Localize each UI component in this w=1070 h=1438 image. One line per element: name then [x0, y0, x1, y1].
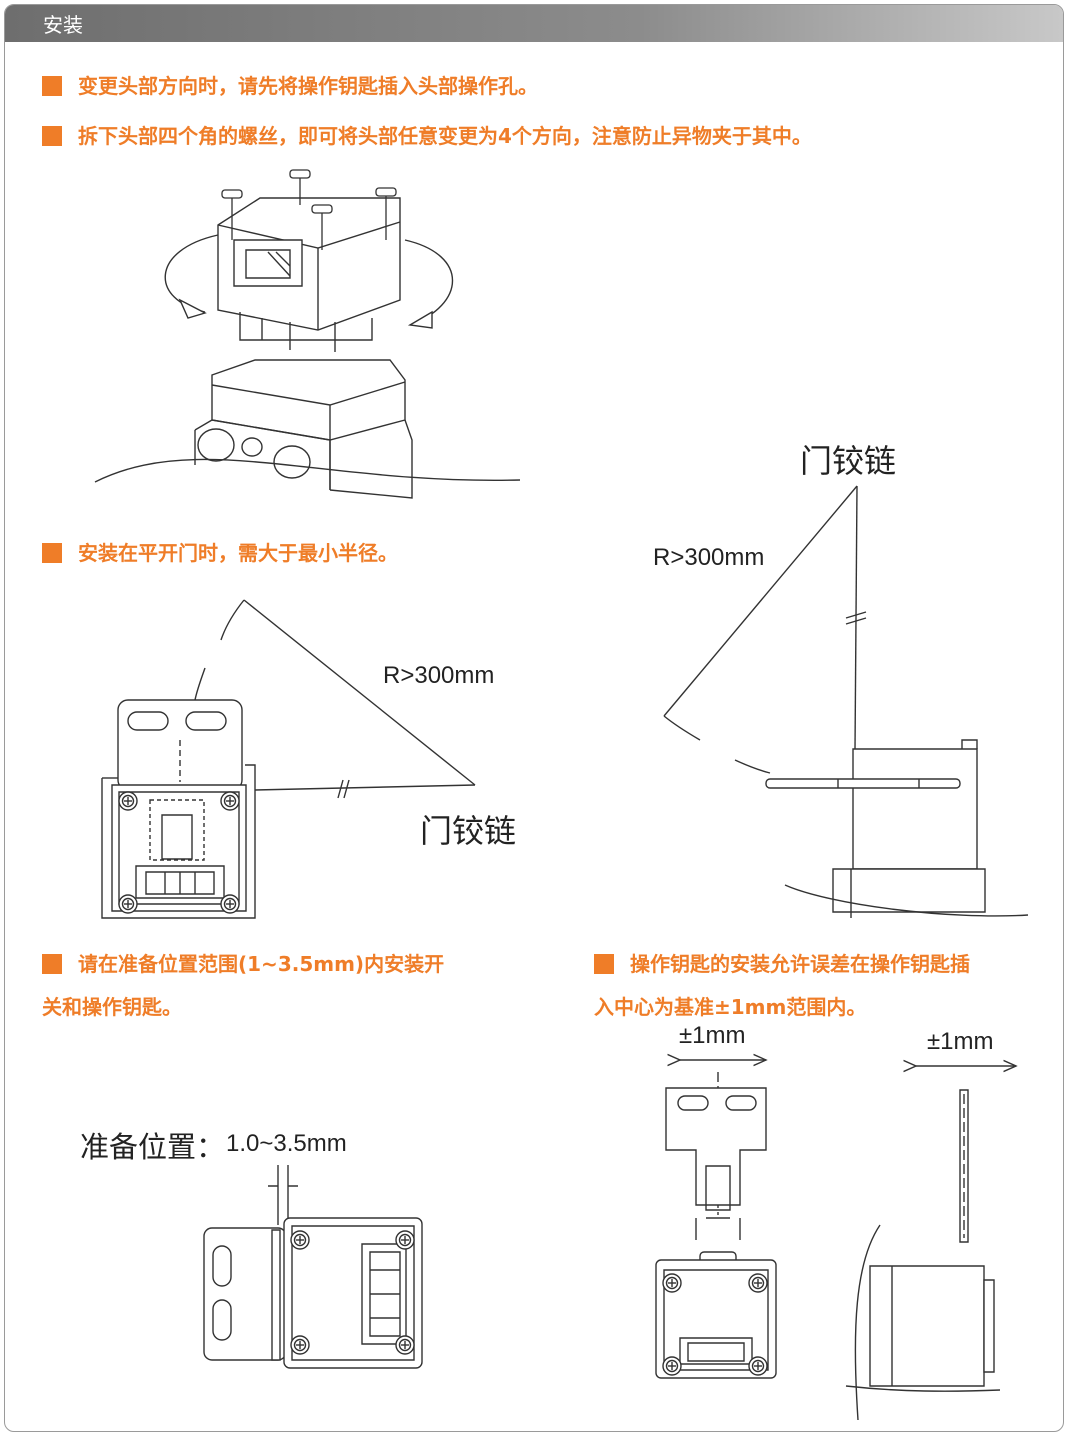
note-text: 操作钥匙的安装允许误差在操作钥匙插	[630, 952, 970, 976]
prep-range-label: 1.0~3.5mm	[226, 1130, 347, 1157]
section-header: 安装	[5, 5, 1063, 42]
note-min-radius: 安装在平开门时，需大于最小半径。	[42, 533, 398, 573]
radius-label-left: R>300mm	[383, 662, 495, 689]
note-change-head: 变更头部方向时，请先将操作钥匙插入头部操作孔。	[42, 66, 538, 106]
note-text: 关和操作钥匙。	[42, 995, 182, 1019]
note-text: 请在准备位置范围(1~3.5mm)内安装开	[78, 952, 445, 976]
bullet-square-icon	[594, 954, 614, 974]
tolerance-label-left: ±1mm	[679, 1022, 746, 1049]
note-key-tolerance: 操作钥匙的安装允许误差在操作钥匙插 入中心为基准±1mm范围内。	[594, 943, 970, 1029]
prep-position-figure	[204, 1165, 422, 1368]
bullet-square-icon	[42, 954, 62, 974]
key-tolerance-side-figure	[846, 1066, 1016, 1420]
prep-position-label: 准备位置：	[80, 1130, 226, 1164]
head-rotation-figure	[95, 170, 520, 498]
right-radius-figure	[664, 486, 1028, 918]
bullet-square-icon	[42, 126, 62, 146]
bullet-square-icon	[42, 543, 62, 563]
bullet-square-icon	[42, 76, 62, 96]
page-frame: 安装	[4, 4, 1064, 1432]
tolerance-label-right: ±1mm	[927, 1028, 994, 1055]
note-remove-screws: 拆下头部四个角的螺丝，即可将头部任意变更为4个方向，注意防止异物夹于其中。	[42, 116, 812, 156]
left-radius-figure	[102, 600, 475, 918]
key-tolerance-front-figure	[656, 1060, 776, 1378]
section-title: 安装	[43, 13, 83, 37]
radius-label-right: R>300mm	[653, 544, 765, 571]
note-text: 安装在平开门时，需大于最小半径。	[78, 541, 398, 565]
note-prep-position: 请在准备位置范围(1~3.5mm)内安装开 关和操作钥匙。	[42, 943, 444, 1029]
hinge-label-left: 门铰链	[420, 812, 517, 850]
note-text: 入中心为基准±1mm范围内。	[594, 995, 867, 1019]
note-text: 变更头部方向时，请先将操作钥匙插入头部操作孔。	[78, 74, 538, 98]
note-text: 拆下头部四个角的螺丝，即可将头部任意变更为4个方向，注意防止异物夹于其中。	[78, 124, 812, 148]
hinge-label-right: 门铰链	[800, 442, 897, 480]
